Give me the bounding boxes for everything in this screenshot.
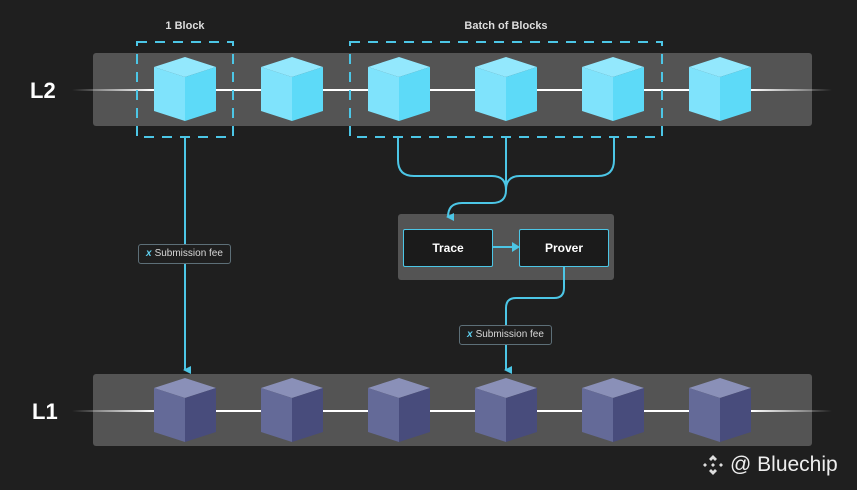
l2-block-cube (689, 57, 751, 121)
l1-label: L1 (32, 399, 58, 424)
batch-label: Batch of Blocks (464, 20, 548, 32)
prover-node: Prover (519, 229, 609, 267)
multiplier-icon: x (146, 248, 152, 259)
cubes (154, 57, 751, 442)
prover-submit-arrow (504, 267, 565, 374)
l2-block-cube (261, 57, 323, 121)
l2-chain-end (752, 89, 832, 91)
l2-block-cube (368, 57, 430, 121)
l1-block-cube (261, 378, 323, 442)
trace-node: Trace (403, 229, 493, 267)
l2-block-cube (154, 57, 216, 121)
trace-label: Trace (432, 241, 464, 255)
l2-block-cube (475, 57, 537, 121)
l2-block-cube (582, 57, 644, 121)
batch-connector (397, 137, 615, 217)
l1-block-cube (475, 378, 537, 442)
chain-lines (72, 89, 832, 412)
l1-chain-end (752, 410, 832, 412)
l1-chain-start (72, 410, 152, 412)
multiplier-icon: x (467, 329, 473, 340)
trace-to-prover-arrowhead (512, 242, 520, 252)
l2-label: L2 (30, 78, 56, 103)
l1-chain-line (152, 410, 752, 412)
l1-block-cube (582, 378, 644, 442)
watermark-text: @ Bluechip (730, 453, 838, 476)
l2-chain-line (152, 89, 752, 91)
fee-label: Submission fee (475, 329, 544, 340)
l2-chain-start (72, 89, 152, 91)
l1-block-cube (154, 378, 216, 442)
watermark: @ Bluechip (700, 452, 838, 478)
single-block-label: 1 Block (165, 20, 205, 32)
binance-logo-icon (703, 455, 723, 475)
l1-block-cube (368, 378, 430, 442)
l1-block-cube (689, 378, 751, 442)
fee-label: Submission fee (154, 248, 223, 259)
prover-label: Prover (544, 241, 584, 255)
